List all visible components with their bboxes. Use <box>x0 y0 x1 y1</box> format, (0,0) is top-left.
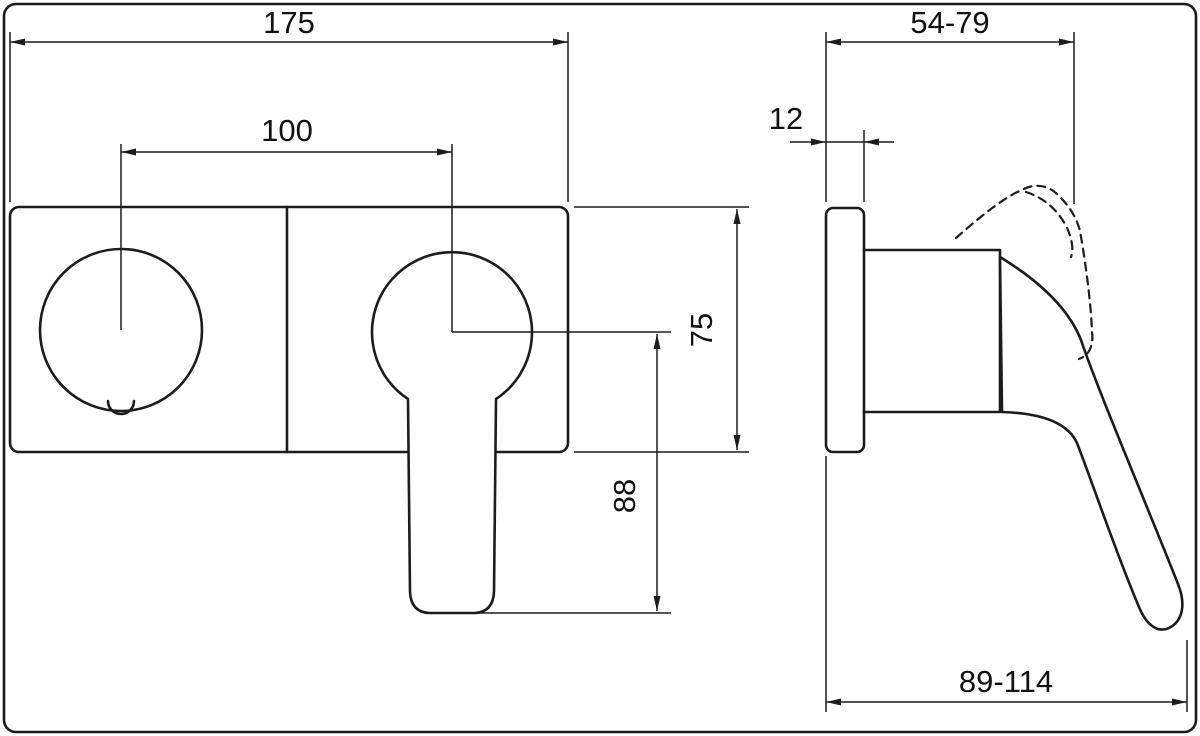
dimension-plate-thickness: 12 <box>769 101 894 202</box>
dimension-total-depth-range: 89-114 <box>825 456 1188 712</box>
lever-handle-raised-endcap-dashed <box>1024 190 1074 259</box>
valve-body-side <box>862 248 1002 414</box>
dimension-plate-height: 75 <box>574 206 749 453</box>
escutcheon-notch <box>106 399 136 416</box>
dim-12-label: 12 <box>769 101 803 136</box>
dim-175-label: 175 <box>263 5 315 40</box>
dim-89114-label: 89-114 <box>959 664 1053 699</box>
faceplate-outline <box>8 205 570 454</box>
side-view <box>824 184 1184 631</box>
dimension-handle-drop: 88 <box>452 331 671 614</box>
lever-handle-side-down <box>998 255 1184 631</box>
dimension-center-distance: 100 <box>120 113 453 332</box>
wall-plate-side <box>824 206 866 454</box>
dim-88-label: 88 <box>607 479 642 513</box>
lever-handle-side-raised-dashed <box>954 184 1094 361</box>
dimension-total-width: 175 <box>9 5 569 202</box>
dim-5479-label: 54-79 <box>910 5 989 40</box>
dim-100-label: 100 <box>261 113 313 148</box>
dim-75-label: 75 <box>684 313 719 347</box>
front-view <box>8 205 570 615</box>
dimension-depth-range: 54-79 <box>825 5 1075 204</box>
